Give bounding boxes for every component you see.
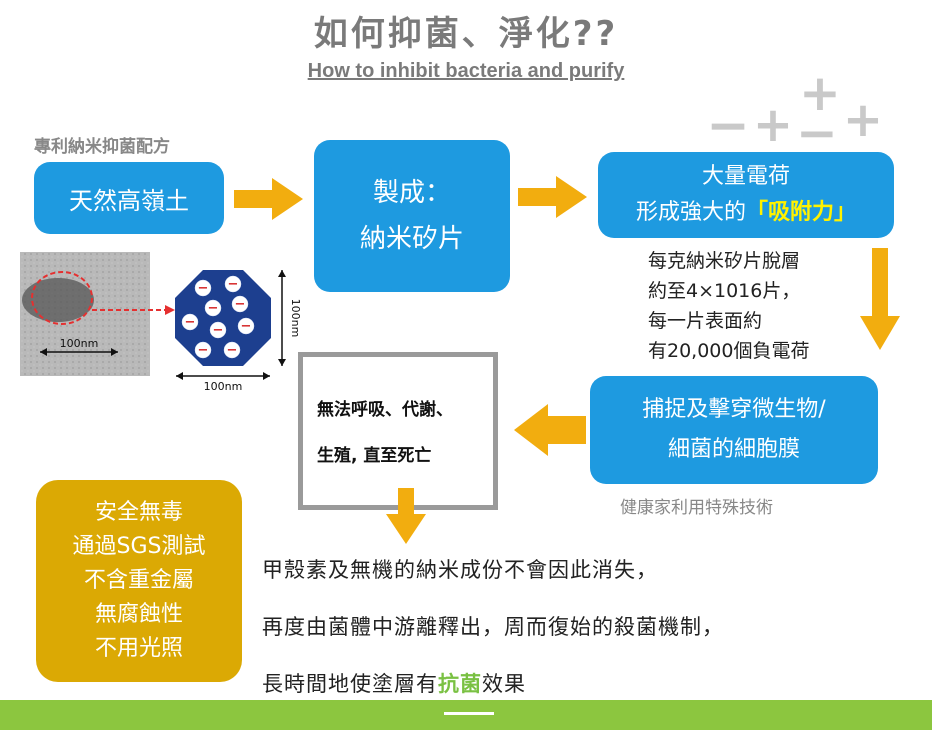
safety-item: 通過SGS測試: [72, 534, 206, 559]
height-label: 100nm: [289, 299, 302, 338]
negative-particle-icon: [194, 341, 212, 359]
negative-particle-icon: [231, 295, 249, 313]
minus-sign-icon: −: [706, 96, 750, 156]
paragraph-line3: 長時間地使塗層有抗菌效果: [262, 668, 526, 698]
fact-line: 每克納米矽片脫層: [648, 250, 801, 272]
page-subtitle: How to inhibit bacteria and purify: [307, 60, 625, 82]
fact-line: 有20,000個負電荷: [648, 340, 810, 362]
arrow-right-icon: [518, 176, 587, 218]
flow-arrows: [234, 176, 900, 544]
footer-bar: [0, 700, 932, 730]
minus-sign-icon: −: [796, 104, 838, 162]
antibacterial-highlight: 抗菌: [438, 672, 482, 696]
minus-mark: −: [227, 343, 238, 358]
plus-sign-icon: +: [753, 97, 793, 153]
plus-sign-icon: +: [799, 64, 841, 122]
result-line2: 生殖, 直至死亡: [317, 446, 432, 466]
safety-item: 不含重金屬: [83, 568, 194, 593]
safety-item: 安全無毒: [94, 500, 183, 525]
negative-particles: [181, 275, 255, 359]
fact-line: 每一片表面約: [648, 310, 763, 332]
charge-facts: 每克納米矽片脫層 約至4×1016片， 每一片表面約 有20,000個負電荷: [648, 246, 809, 366]
arrow-left-icon: [514, 404, 586, 456]
adsorption-highlight: 「吸附力」: [746, 200, 857, 225]
negative-particle-icon: [237, 317, 255, 335]
arrow-down-icon: [386, 488, 426, 544]
micrograph-image: 100nm: [20, 252, 175, 376]
minus-mark: −: [213, 323, 224, 338]
step-nanosheet-box: 製成： 納米矽片: [314, 140, 510, 292]
minus-mark: −: [241, 319, 252, 334]
step-capture-line2: 細菌的細胞膜: [667, 437, 800, 462]
minus-mark: −: [228, 277, 239, 292]
safety-item: 不用光照: [94, 636, 183, 661]
step-capture-box: 捕捉及擊穿微生物/ 細菌的細胞膜: [590, 376, 878, 484]
arrow-right-icon: [234, 178, 303, 220]
nanosheet-octagon: − − − − − − − − − 100nm 100nm: [175, 270, 302, 393]
step-charge-line2-text: 形成強大的: [635, 200, 746, 225]
paragraph-line2: 再度由菌體中游離釋出，周而復始的殺菌機制，: [262, 615, 724, 639]
minus-mark: −: [198, 343, 209, 358]
negative-particle-icon: [181, 313, 199, 331]
step-capture-line1: 捕捉及擊穿微生物/: [642, 397, 826, 422]
safety-item: 無腐蝕性: [94, 602, 183, 627]
step-kaolin-box: 天然高嶺土: [34, 162, 224, 234]
paragraph-line1: 甲殼素及無機的納米成份不會因此消失，: [262, 558, 658, 582]
result-line1: 無法呼吸、代謝、: [317, 400, 453, 420]
paragraph-line3-prefix: 長時間地使塗層有: [262, 672, 438, 696]
minus-mark: −: [208, 301, 219, 316]
step-charge-box: 大量電荷 形成強大的「吸附力」: [598, 152, 894, 238]
minus-mark: −: [185, 315, 196, 330]
page-title: 如何抑菌、淨化??: [313, 14, 619, 54]
paragraph-line3-suffix: 效果: [482, 672, 526, 696]
safety-box: 安全無毒 通過SGS測試 不含重金屬 無腐蝕性 不用光照: [36, 480, 242, 682]
arrow-down-icon: [860, 248, 900, 350]
fact-line: 約至4×1016片，: [648, 280, 801, 302]
footer-bar-line: [444, 712, 494, 715]
result-box: 無法呼吸、代謝、 生殖, 直至死亡: [298, 352, 498, 510]
step-charge-line1: 大量電荷: [701, 164, 790, 189]
patent-label: 專利納米抑菌配方: [34, 137, 170, 157]
minus-mark: −: [235, 297, 246, 312]
minus-marks: − − − − − − − − −: [185, 277, 252, 358]
step-kaolin-label: 天然高嶺土: [69, 186, 189, 215]
tech-note: 健康家利用特殊技術: [620, 498, 773, 518]
negative-particle-icon: [224, 275, 242, 293]
negative-particle-icon: [209, 321, 227, 339]
step-charge-line2: 形成強大的「吸附力」: [636, 195, 856, 231]
negative-particle-icon: [204, 299, 222, 317]
charge-symbols: − + + − +: [706, 64, 883, 162]
negative-particle-icon: [194, 279, 212, 297]
minus-mark: −: [198, 281, 209, 296]
step-nanosheet-line2: 納米矽片: [359, 224, 464, 254]
scale-label: 100nm: [60, 337, 99, 350]
plus-sign-icon: +: [843, 92, 883, 148]
highlight-circle: [31, 271, 93, 325]
width-label: 100nm: [204, 380, 243, 393]
step-nanosheet-line1: 製成：: [372, 178, 451, 208]
negative-particle-icon: [223, 341, 241, 359]
